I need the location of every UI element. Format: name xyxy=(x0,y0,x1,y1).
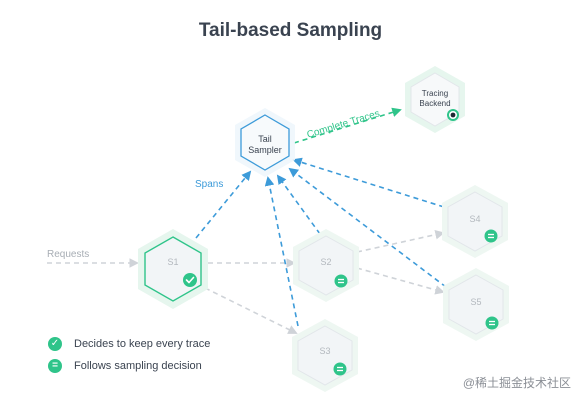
tracing-backend-node: Tracing Backend xyxy=(405,66,465,133)
check-icon: ✓ xyxy=(48,337,62,351)
s5-label: S5 xyxy=(470,297,481,307)
equals-icon xyxy=(334,274,348,288)
service-node-s4: S4 xyxy=(442,185,508,258)
equals-icon xyxy=(484,229,498,243)
service-node-s1: S1 xyxy=(138,229,208,309)
service-node-s5: S5 xyxy=(443,268,509,341)
edge-s5-tail-sampler xyxy=(288,167,447,288)
legend-label: Decides to keep every trace xyxy=(74,338,211,350)
diagram-title: Tail-based Sampling xyxy=(198,20,383,41)
record-icon xyxy=(447,109,459,121)
s2-label: S2 xyxy=(320,257,331,267)
service-node-s3: S3 xyxy=(292,319,358,392)
edge-s3-tail-sampler xyxy=(264,176,299,327)
s1-label: S1 xyxy=(167,257,178,267)
s3-label: S3 xyxy=(319,346,330,356)
tail-sampler-label-line2: Sampler xyxy=(248,145,282,155)
equals-icon: = xyxy=(48,359,62,373)
legend: ✓ Decides to keep every trace = Follows … xyxy=(48,335,210,379)
edge-s1-s3 xyxy=(196,283,298,334)
complete-traces-label: Complete Traces xyxy=(306,108,382,141)
legend-item-keep: ✓ Decides to keep every trace xyxy=(48,335,210,353)
legend-item-follow: = Follows sampling decision xyxy=(48,357,210,375)
edge-s2-s5 xyxy=(356,267,445,295)
service-node-s2: S2 xyxy=(293,229,359,302)
legend-label: Follows sampling decision xyxy=(74,360,202,372)
edge-s2-tail-sampler xyxy=(276,174,321,235)
tracing-backend-label-line2: Backend xyxy=(419,99,450,108)
watermark: @稀土掘金技术社区 xyxy=(462,376,571,390)
equals-icon xyxy=(333,362,347,376)
equals-icon xyxy=(485,316,499,330)
edge-s4-tail-sampler xyxy=(292,157,445,208)
s4-label: S4 xyxy=(469,214,480,224)
check-icon xyxy=(183,273,197,287)
tail-sampler-label-line1: Tail xyxy=(258,134,272,144)
spans-label: Spans xyxy=(195,179,223,190)
edge-s2-s4 xyxy=(356,229,445,253)
edge-tail-sampler-backend xyxy=(293,107,402,144)
tail-sampler-node: Tail Sampler xyxy=(235,108,295,177)
requests-label: Requests xyxy=(47,249,89,260)
tracing-backend-label-line1: Tracing xyxy=(422,89,448,98)
